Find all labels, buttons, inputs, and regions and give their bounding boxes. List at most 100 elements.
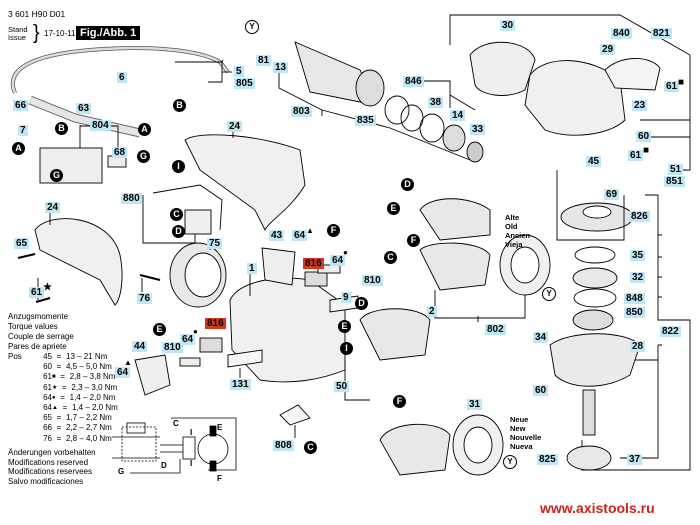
- old-version-note: Alte Old Ancien Vieja: [505, 213, 530, 249]
- triangle-icon: ▲: [306, 226, 314, 235]
- modifications-fr: Modifications reservees: [8, 467, 93, 476]
- torque-row: 61■=2,8 – 3,8 Nm: [8, 372, 118, 382]
- connector-marker-e: E: [338, 320, 351, 333]
- torque-pos-label: [8, 434, 32, 444]
- torque-part-number: 61: [43, 372, 52, 382]
- dot-icon: ●: [343, 248, 348, 257]
- equals-sign: =: [56, 423, 62, 433]
- part-810-bottom: 810: [162, 342, 183, 353]
- brace-icon: }: [33, 22, 40, 44]
- torque-part-number: 64: [43, 392, 52, 402]
- torque-symbol-icon: ▲: [52, 405, 58, 412]
- connector-marker-y: Y: [542, 287, 556, 301]
- wiring-label-g: G: [118, 467, 125, 476]
- torque-title-fr: Couple de serrage: [8, 332, 74, 341]
- torque-part-number: 64: [43, 403, 52, 413]
- torque-row: 60=4,5 – 5,0 Nm: [8, 362, 118, 372]
- part-816-highlighted-bottom: 816: [205, 318, 226, 329]
- power-cord: [11, 46, 230, 94]
- old-label-en: Old: [505, 222, 518, 231]
- torque-pos-label: Pos: [8, 352, 22, 361]
- torque-row: 61★=2,3 – 3,0 Nm: [8, 383, 118, 393]
- part-64-dot-bottom: 64: [180, 334, 196, 345]
- torque-row: 65=1,7 – 2,2 Nm: [8, 413, 118, 423]
- torque-pos-label: [8, 423, 32, 433]
- stand-issue-label: Stand Issue: [8, 26, 28, 42]
- part-9: 9: [341, 292, 351, 303]
- modifications-note: Änderungen vorbehalten Modifications res…: [8, 448, 96, 486]
- part-31: 31: [467, 399, 483, 410]
- connector-marker-b: B: [173, 99, 186, 112]
- part-64-triangle-bottom: 64: [115, 367, 131, 378]
- part-76: 76: [137, 293, 153, 304]
- star-icon: ★: [43, 282, 52, 293]
- stand-label: Stand: [8, 25, 28, 34]
- new-label-de: Neue: [510, 415, 529, 424]
- torque-value: 2,2 – 2,7 Nm: [66, 423, 112, 433]
- part-32: 32: [630, 272, 646, 283]
- torque-value: 2,8 – 4,0 Nm: [66, 433, 112, 443]
- torque-part-number: 65: [43, 413, 52, 423]
- torque-value: 1,4 – 2,0 Nm: [71, 403, 118, 413]
- equals-sign: =: [56, 362, 62, 372]
- equals-sign: =: [62, 403, 68, 413]
- part-65: 65: [14, 238, 30, 249]
- part-23: 23: [632, 100, 648, 111]
- wiring-label-i-top: I: [190, 428, 193, 437]
- connector-marker-e: E: [387, 202, 400, 215]
- dot-icon: ●: [193, 327, 198, 336]
- old-label-fr: Ancien: [505, 231, 531, 240]
- connector-marker-b: B: [55, 122, 68, 135]
- torque-title-de: Anzugsmomente: [8, 312, 69, 321]
- wiring-label-f: F: [217, 474, 222, 483]
- modifications-en: Modifications reserved: [8, 457, 89, 467]
- torque-pos-label: [8, 413, 32, 423]
- part-64-dot-top: 64: [330, 255, 346, 266]
- part-808: 808: [273, 440, 294, 451]
- part-131: 131: [230, 379, 251, 390]
- torque-row: 66=2,2 – 2,7 Nm: [8, 423, 118, 433]
- torque-symbol-icon: ★: [52, 384, 58, 391]
- part-822: 822: [660, 326, 681, 337]
- part-803: 803: [291, 106, 312, 117]
- part-50: 50: [334, 381, 350, 392]
- part-840: 840: [611, 28, 632, 39]
- new-label-en: New: [510, 424, 526, 433]
- old-label-de: Alte: [505, 213, 520, 222]
- part-66: 66: [13, 100, 29, 111]
- part-810-top: 810: [362, 275, 383, 286]
- part-29: 29: [600, 44, 616, 55]
- part-880: 880: [121, 193, 142, 204]
- issue-date: 17-10-11: [44, 29, 76, 38]
- part-846: 846: [403, 76, 424, 87]
- connector-marker-d: D: [172, 225, 185, 238]
- torque-title-en: Torque values: [8, 322, 58, 331]
- part-821: 821: [651, 28, 672, 39]
- part-75: 75: [207, 238, 223, 249]
- connector-marker-a: A: [12, 142, 25, 155]
- wiring-diagram: [112, 417, 237, 474]
- equals-sign: =: [60, 372, 65, 382]
- torque-pos-label: [8, 362, 32, 372]
- part-81: 81: [256, 55, 272, 66]
- part-7: 7: [18, 125, 28, 136]
- part-45: 45: [586, 156, 602, 167]
- torque-pos-label: [8, 393, 32, 403]
- connector-marker-a: A: [138, 123, 151, 136]
- wiring-label-c: C: [173, 419, 179, 428]
- part-64-triangle-top: 64: [292, 230, 308, 241]
- part-802: 802: [485, 324, 506, 335]
- equals-sign: =: [60, 392, 65, 402]
- website-link[interactable]: www.axistools.ru: [540, 500, 655, 516]
- part-61-star: 61: [29, 287, 45, 298]
- connector-marker-g: G: [50, 169, 63, 182]
- part-43: 43: [269, 230, 285, 241]
- new-label-fr: Nouvelle: [510, 433, 542, 442]
- torque-pos-label: [8, 372, 32, 382]
- connector-marker-d: D: [401, 178, 414, 191]
- part-38: 38: [428, 97, 444, 108]
- torque-symbol-icon: ●: [52, 394, 56, 401]
- part-850: 850: [624, 307, 645, 318]
